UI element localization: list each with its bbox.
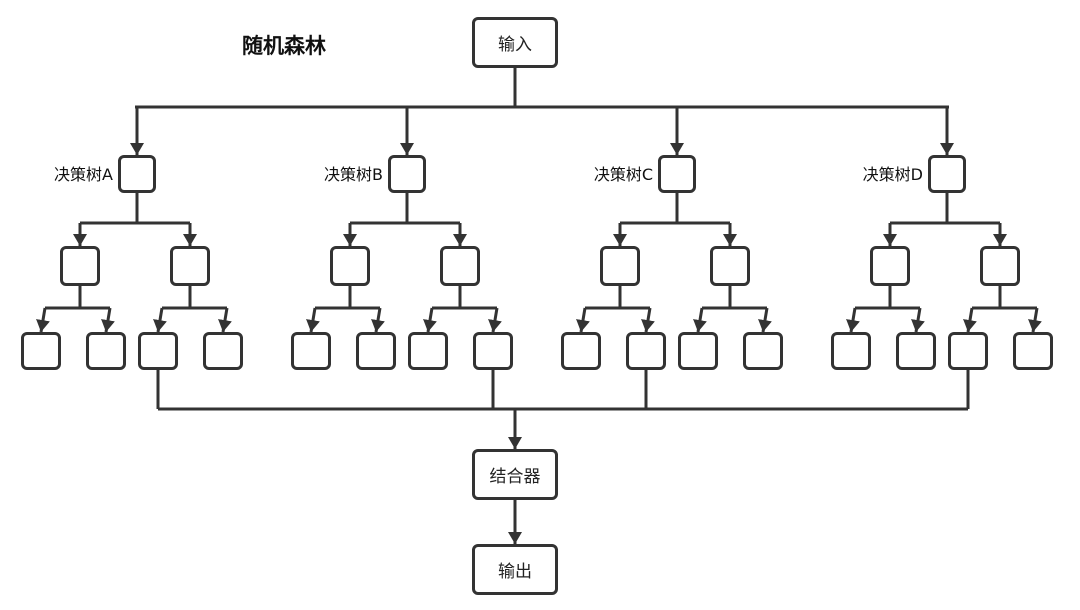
tree-d-mid-left-node [870, 246, 910, 286]
tree-a-mid-right-node [170, 246, 210, 286]
tree-d-leaf-4-arrow [1028, 307, 1042, 333]
tree-b-leaf-2-arrow [371, 307, 385, 333]
tree-c-leaf-4-arrow [758, 307, 772, 333]
input-node: 输入 [472, 17, 558, 68]
tree-b-mid-left-node [330, 246, 370, 286]
tree-b-leaf-2 [356, 332, 396, 370]
tree-b-leaf-4-arrow [488, 307, 502, 333]
tree-c-leaf-2-arrow [641, 307, 655, 333]
tree-b-mid-right-node [440, 246, 480, 286]
tree-a-label: 决策树A [54, 165, 113, 184]
tree-c-root-node [658, 155, 696, 193]
tree-c-leaf-4 [743, 332, 783, 370]
tree-a-leaf-3 [138, 332, 178, 370]
tree-c-leaf-3 [678, 332, 718, 370]
output-node: 输出 [472, 544, 558, 595]
tree-d-leaf-3 [948, 332, 988, 370]
tree-a-leaf-2 [86, 332, 126, 370]
tree-a-leaf-4-arrow [218, 307, 232, 333]
tree-a-leaf-2-arrow [101, 307, 115, 333]
combiner-node: 结合器 [472, 449, 558, 500]
combiner-label: 结合器 [489, 467, 541, 487]
tree-b-label: 决策树B [324, 165, 383, 184]
tree-b-leaf-3 [408, 332, 448, 370]
tree-c-leaf-2 [626, 332, 666, 370]
tree-c-mid-right-node [710, 246, 750, 286]
tree-b-root-node [388, 155, 426, 193]
tree-a-leaf-1-arrow [36, 307, 50, 333]
tree-a-mid-left-node [60, 246, 100, 286]
tree-d-leaf-1-arrow [846, 307, 860, 333]
tree-a-leaf-1 [21, 332, 61, 370]
tree-a-root-node [118, 155, 156, 193]
tree-d-leaf-2 [896, 332, 936, 370]
tree-d-leaf-3-arrow [963, 307, 977, 333]
tree-d-leaf-1 [831, 332, 871, 370]
tree-d-label: 决策树D [862, 165, 923, 184]
tree-c-leaf-1-arrow [576, 307, 590, 333]
tree-a-leaf-4 [203, 332, 243, 370]
tree-b-leaf-3-arrow [423, 307, 437, 333]
output-label: 输出 [498, 562, 532, 582]
tree-b-leaf-1 [291, 332, 331, 370]
tree-b-leaf-4 [473, 332, 513, 370]
tree-c-leaf-1 [561, 332, 601, 370]
tree-c-mid-left-node [600, 246, 640, 286]
diagram-title: 随机森林 [242, 34, 326, 58]
tree-d-root-node [928, 155, 966, 193]
tree-d-leaf-2-arrow [911, 307, 925, 333]
tree-a-leaf-3-arrow [153, 307, 167, 333]
tree-b-leaf-1-arrow [306, 307, 320, 333]
input-label: 输入 [498, 35, 532, 55]
tree-d-leaf-4 [1013, 332, 1053, 370]
tree-c-leaf-3-arrow [693, 307, 707, 333]
tree-d-mid-right-node [980, 246, 1020, 286]
tree-c-label: 决策树C [593, 165, 653, 184]
